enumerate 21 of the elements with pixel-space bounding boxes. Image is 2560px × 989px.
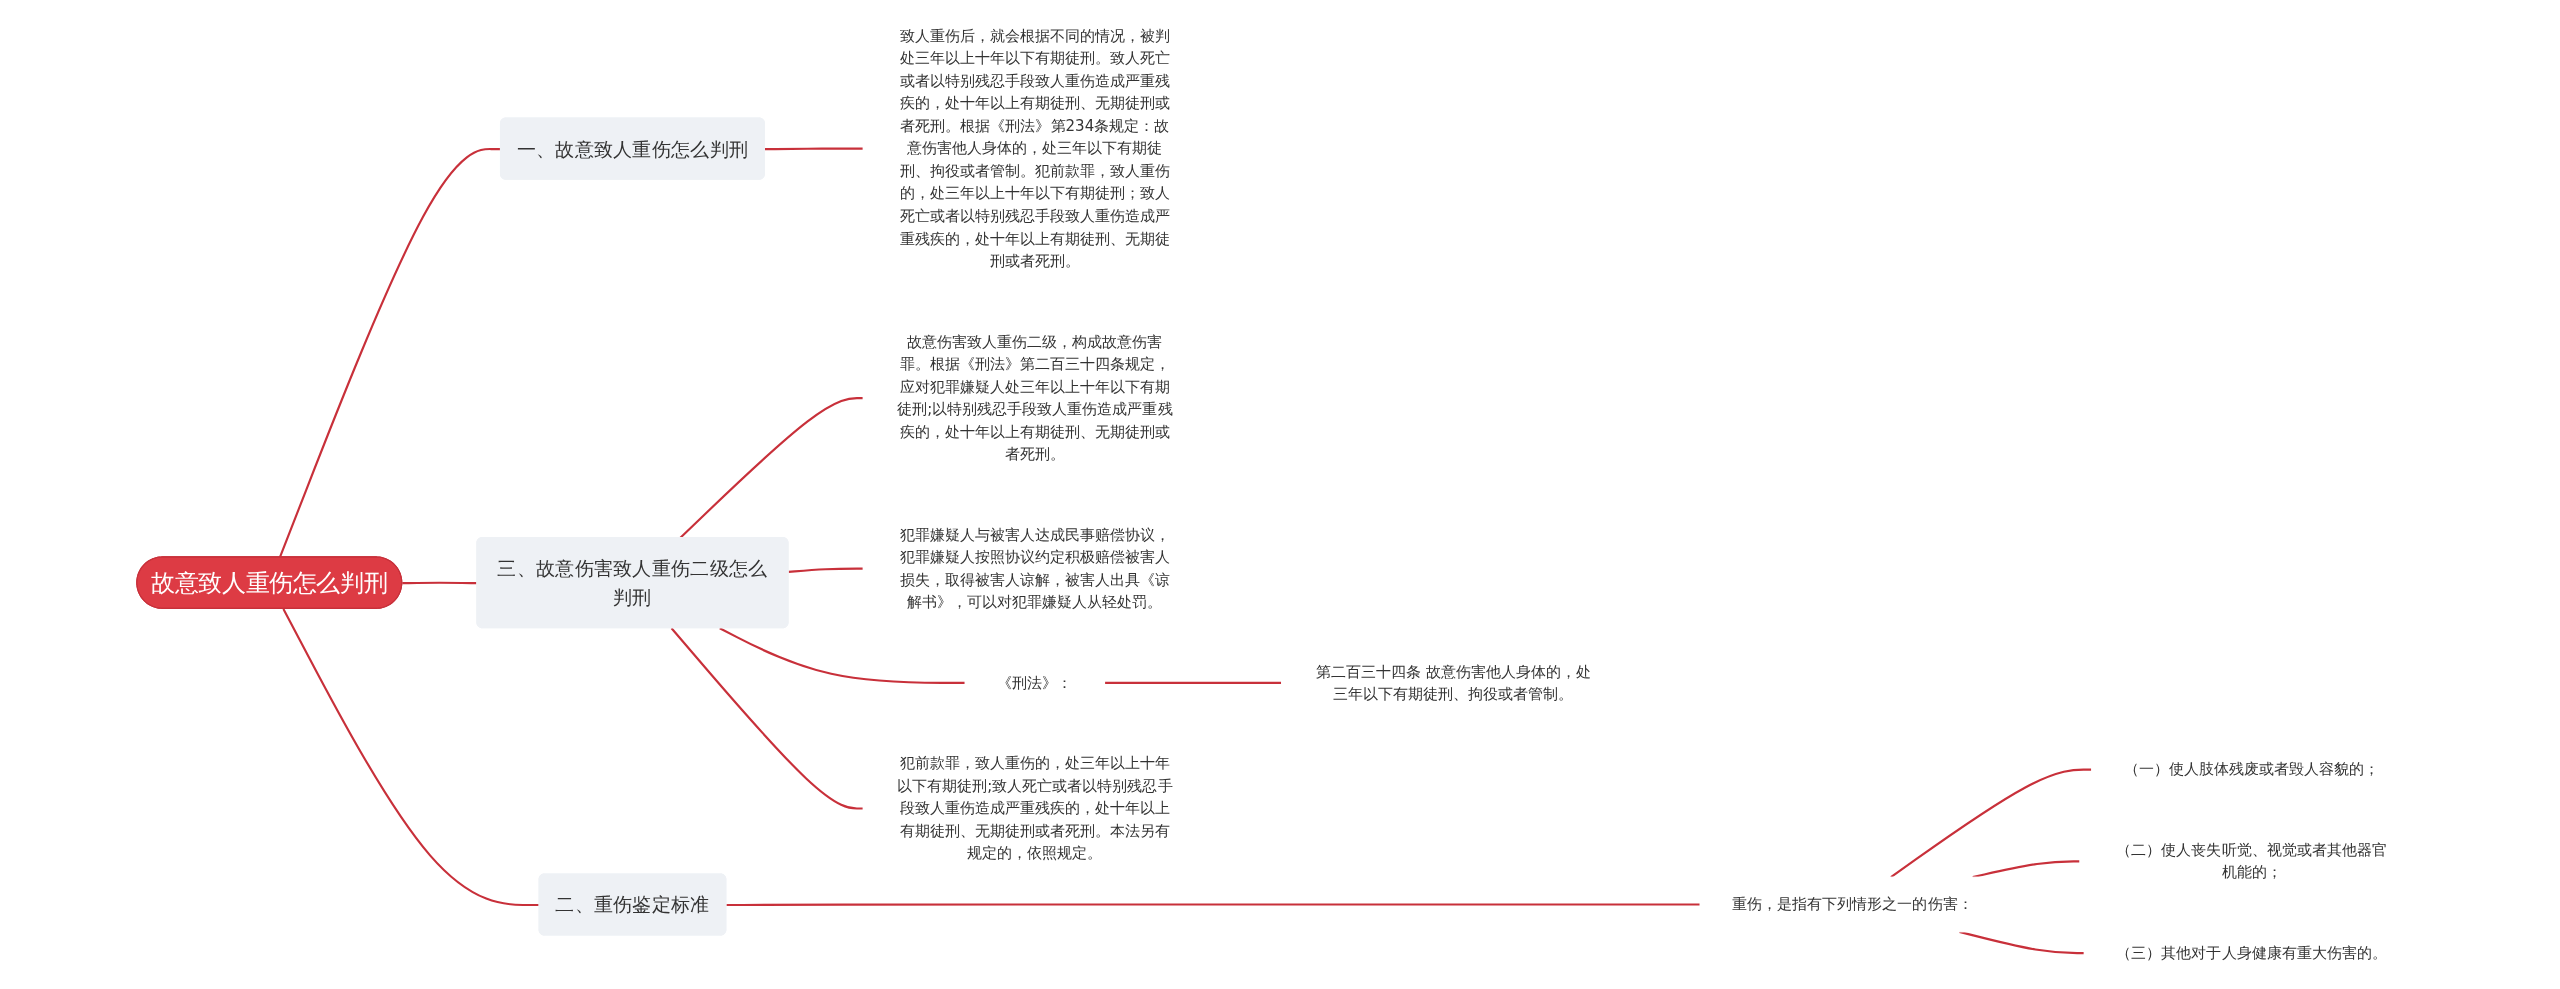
connector bbox=[670, 627, 864, 810]
node-text: 第二百三十四条 故意伤害他人身体的，处三年以下有期徒刑、拘役或者管制。 bbox=[1315, 662, 1591, 703]
node-text: 犯前款罪，致人重伤的，处三年以上十年以下有期徒刑;致人死亡或者以特别残忍手段致人重伤造成严重残疾的，处十年以上有期徒刑、无期徒刑或者死刑。本法另有规定的，依照规定。 bbox=[897, 754, 1173, 862]
node-text: 重伤，是指有下列情形之一的伤害： bbox=[1732, 895, 1973, 913]
node-text: （三）其他对于人身健康有重大伤害的。 bbox=[2116, 943, 2387, 962]
node-text: （二）使人丧失听觉、视觉或者其他器官机能的； bbox=[2116, 840, 2387, 881]
node-text: 犯罪嫌疑人与被害人达成民事赔偿协议，犯罪嫌疑人按照协议约定积极赔偿被害人损失，取得被害人谅解，被害人出具《谅解书》，可以对犯罪嫌疑人从轻处罚。 bbox=[899, 525, 1171, 611]
connector bbox=[282, 608, 540, 907]
connector bbox=[764, 147, 864, 151]
node-text: （一）使人肢体残废或者毁人容貌的； bbox=[2123, 760, 2380, 778]
connector bbox=[679, 397, 864, 539]
connector bbox=[719, 627, 966, 684]
node-text: 故意伤害致人重伤二级，构成故意伤害罪。根据《刑法》第二百三十四条规定，应对犯罪嫌疑人处三年以上十年以下有期徒刑;以特别残忍手段致人重伤造成严重残疾的，处十年以上有期徒刑、无期徒刑或者死刑。 bbox=[897, 332, 1173, 463]
connector bbox=[1972, 860, 2080, 879]
connector bbox=[726, 903, 1701, 907]
connector bbox=[1959, 930, 2085, 955]
connector bbox=[1104, 681, 1282, 684]
node-text: 致人重伤后，就会根据不同的情况，被判处三年以上十年以下有期徒刑。致人死亡或者以特别残忍手段致人重伤造成严重残疾的，处十年以上有期徒刑、无期徒刑或者死刑。根据《刑法》第234条规定：故意伤害他人身体的，处三年以下有期徒刑、拘役或者管制。犯前款罪，致人重伤的，处三年以上十年以下有期徒刑；致人死亡或者以特别残忍手段致人重伤造成严重残疾的，处十年以上有期徒刑、无期徒刑或者死刑。 bbox=[899, 26, 1171, 270]
connector bbox=[1890, 768, 2092, 878]
connector bbox=[788, 567, 864, 573]
node-text: 《刑法》： bbox=[997, 673, 1073, 691]
